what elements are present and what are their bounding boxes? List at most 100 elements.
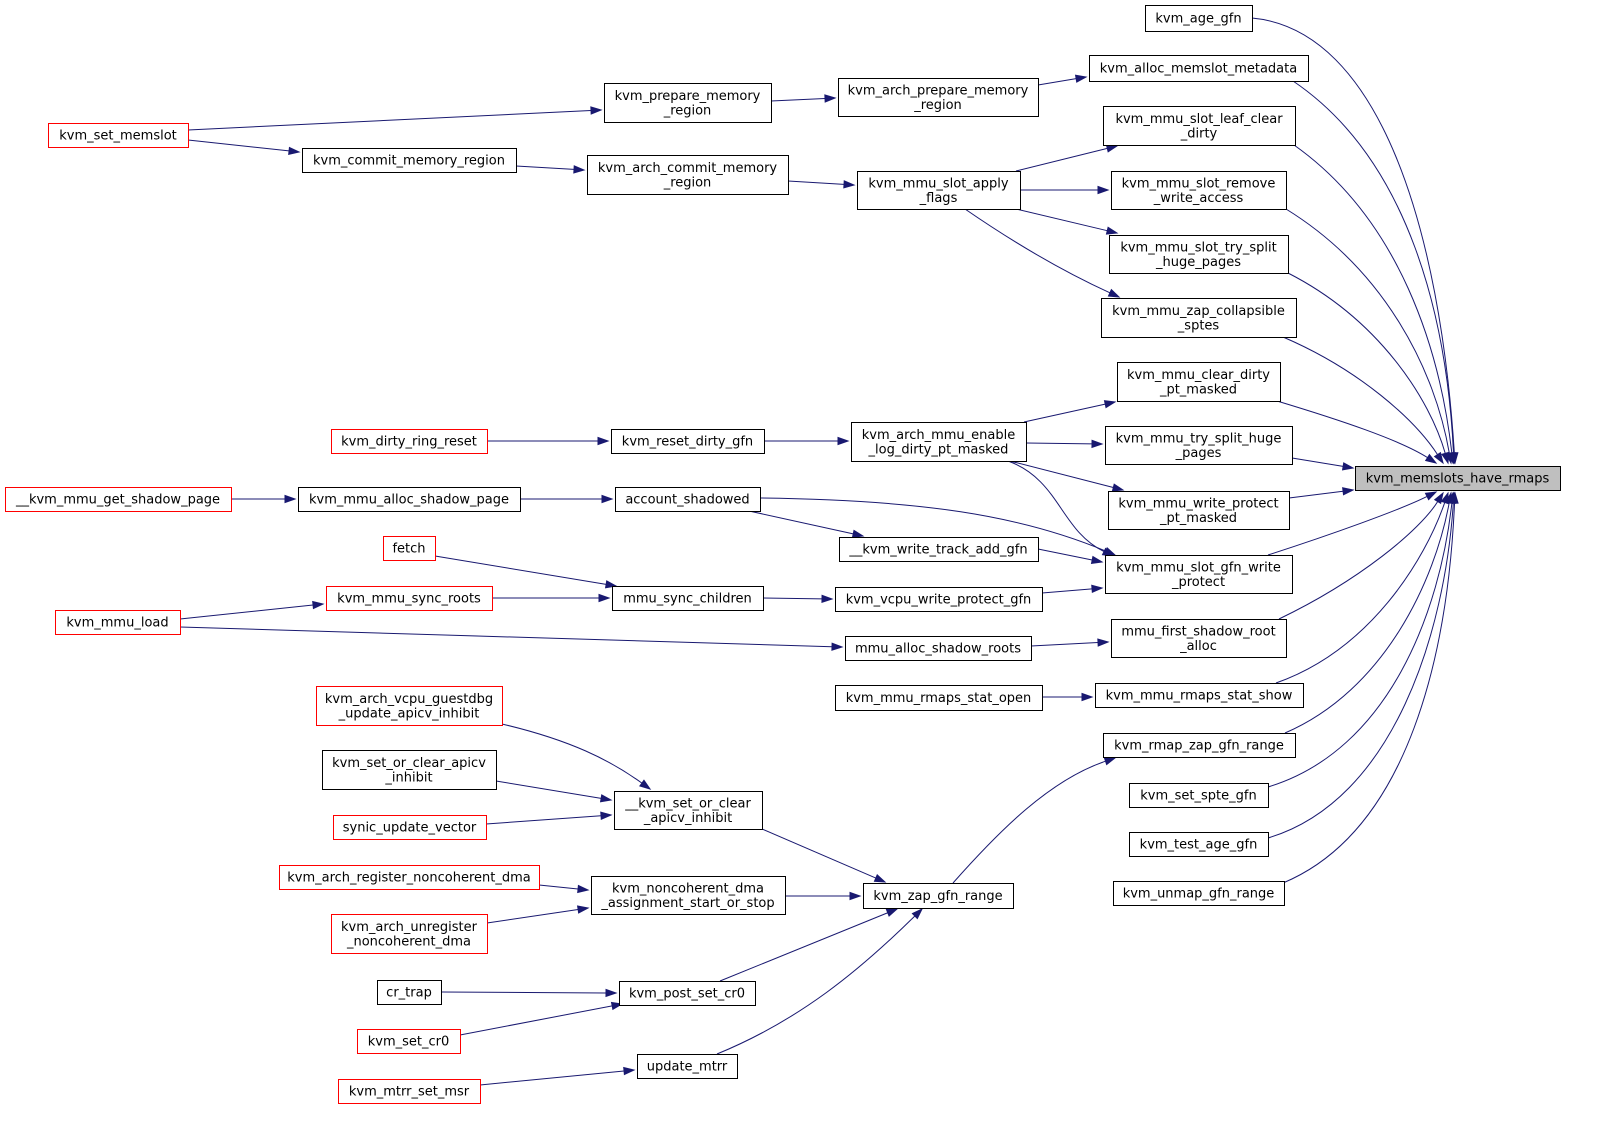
node-label: kvm_mmu_slot_remove	[1122, 176, 1276, 191]
node-age-gfn[interactable]: kvm_age_gfn	[1145, 5, 1253, 32]
edge-vcpu-write-protect-to-gfn-write-protect	[1041, 584, 1104, 594]
node-arch-enable-log[interactable]: kvm_arch_mmu_enable_log_dirty_pt_masked	[851, 422, 1027, 462]
node-alloc-meta[interactable]: kvm_alloc_memslot_metadata	[1089, 55, 1309, 82]
node-remove-write[interactable]: kvm_mmu_slot_remove_write_access	[1111, 171, 1287, 210]
node-box	[322, 750, 497, 790]
node-box	[619, 981, 756, 1006]
node-set-memslot[interactable]: kvm_set_memslot	[48, 123, 189, 148]
node-write-track-add[interactable]: __kvm_write_track_add_gfn	[839, 537, 1039, 562]
edge-line	[1282, 502, 1456, 884]
node-label: kvm_memslots_have_rmaps	[1366, 472, 1550, 487]
node-label: kvm_reset_dirty_gfn	[622, 435, 753, 450]
arrowhead	[598, 593, 611, 603]
node-sync-children[interactable]: mmu_sync_children	[612, 586, 764, 611]
node-update-mtrr[interactable]: update_mtrr	[637, 1054, 738, 1079]
node-unregister-nc[interactable]: kvm_arch_unregister_noncoherent_dma	[331, 914, 488, 954]
edge-line	[748, 510, 854, 535]
node-label: _protect	[1171, 575, 1225, 590]
node-register-nc[interactable]: kvm_arch_register_noncoherent_dma	[279, 865, 540, 890]
node-label: cr_trap	[386, 986, 432, 1001]
node-synic[interactable]: synic_update_vector	[333, 815, 487, 840]
arrowhead	[1074, 74, 1088, 83]
node-mmu-load[interactable]: kvm_mmu_load	[55, 610, 181, 635]
node-box	[1129, 783, 1269, 808]
node-rmap-zap[interactable]: kvm_rmap_zap_gfn_range	[1103, 733, 1296, 758]
edge-sync-roots-to-sync-children	[492, 593, 611, 603]
node-set-spte[interactable]: kvm_set_spte_gfn	[1129, 783, 1269, 808]
node-label: kvm_mmu_load	[66, 616, 168, 631]
node-arch-prepare[interactable]: kvm_arch_prepare_memory_region	[838, 78, 1039, 117]
node-try-split-pages[interactable]: kvm_mmu_try_split_huge_pages	[1105, 426, 1293, 465]
node-try-split-huge[interactable]: kvm_mmu_slot_try_split_huge_pages	[1109, 235, 1289, 274]
node-zap-collapsible[interactable]: kvm_mmu_zap_collapsible_sptes	[1101, 298, 1297, 338]
edge-line	[1282, 336, 1438, 455]
edge-line	[1023, 403, 1106, 423]
edge-post-set-cr0-to-zap-gfn-range	[719, 908, 899, 982]
arrowhead	[1081, 692, 1094, 702]
node-clear-dirty[interactable]: kvm_mmu_clear_dirty_pt_masked	[1117, 362, 1281, 402]
edge-alloc-meta-to-root	[1292, 80, 1458, 465]
node-vcpu-write-protect[interactable]: kvm_vcpu_write_protect_gfn	[835, 587, 1043, 612]
arrowhead	[288, 146, 301, 156]
node-gfn-write-protect[interactable]: kvm_mmu_slot_gfn_write_protect	[1105, 555, 1293, 594]
node-commit-mem[interactable]: kvm_commit_memory_region	[302, 148, 517, 173]
arrowhead	[1111, 483, 1125, 492]
node-sync-roots[interactable]: kvm_mmu_sync_roots	[326, 586, 493, 611]
node-noncoherent-dma[interactable]: kvm_noncoherent_dma_assignment_start_or_…	[591, 876, 786, 915]
node-alloc-shadow-page[interactable]: kvm_mmu_alloc_shadow_page	[298, 487, 521, 512]
node-rmaps-stat-show[interactable]: kvm_mmu_rmaps_stat_show	[1095, 683, 1304, 708]
node-label: kvm_rmap_zap_gfn_range	[1114, 739, 1284, 754]
edge-line	[187, 109, 592, 131]
node-unmap-gfn[interactable]: kvm_unmap_gfn_range	[1113, 881, 1285, 906]
node-prepare-mem[interactable]: kvm_prepare_memory_region	[604, 83, 772, 123]
edge-line	[1267, 502, 1454, 839]
node-arch-commit[interactable]: kvm_arch_commit_memory_region	[587, 155, 789, 195]
node-box	[1108, 491, 1290, 530]
edge-line	[1251, 17, 1455, 454]
edge-line	[459, 1005, 613, 1036]
node-first-shadow[interactable]: mmu_first_shadow_root_alloc	[1111, 619, 1287, 658]
edge-cr-trap-to-post-set-cr0	[440, 988, 618, 998]
node-label: kvm_arch_commit_memory	[598, 161, 778, 176]
edge-arch-enable-log-to-clear-dirty	[1023, 400, 1117, 423]
node-write-protect-masked[interactable]: kvm_mmu_write_protect_pt_masked	[1108, 491, 1290, 530]
edge-line	[964, 208, 1111, 294]
node-alloc-shadow-roots[interactable]: mmu_alloc_shadow_roots	[845, 636, 1032, 661]
node-test-age[interactable]: kvm_test_age_gfn	[1129, 832, 1269, 857]
node-slot-apply[interactable]: kvm_mmu_slot_apply_flags	[857, 171, 1021, 210]
node-set-or-clear-apicv-inh[interactable]: kvm_set_or_clear_apicv_inhibit	[322, 750, 497, 790]
node-box	[1111, 619, 1287, 658]
edge-gfn-write-protect-to-root	[1267, 491, 1438, 556]
node-account-shadowed[interactable]: account_shadowed	[615, 487, 761, 512]
arrowhead	[623, 1066, 636, 1076]
node-label: kvm_mmu_rmaps_stat_open	[846, 691, 1032, 706]
node-dirty-ring-reset[interactable]: kvm_dirty_ring_reset	[331, 429, 488, 454]
node-post-set-cr0[interactable]: kvm_post_set_cr0	[619, 981, 756, 1006]
arrowhead	[605, 988, 618, 998]
node-label: synic_update_vector	[343, 821, 477, 836]
node-box	[845, 636, 1032, 661]
node-label: kvm_mmu_slot_try_split	[1120, 240, 1276, 255]
edge-line	[1041, 588, 1093, 594]
node-label: kvm_alloc_memslot_metadata	[1100, 62, 1297, 77]
node-get-shadow-page[interactable]: __kvm_mmu_get_shadow_page	[5, 487, 232, 512]
node-zap-gfn-range[interactable]: kvm_zap_gfn_range	[863, 883, 1014, 909]
node-set-cr0[interactable]: kvm_set_cr0	[357, 1029, 461, 1054]
node-cr-trap[interactable]: cr_trap	[377, 980, 442, 1005]
node-set-or-clear-apicv[interactable]: __kvm_set_or_clear_apicv_inhibit	[614, 791, 763, 830]
node-label: kvm_mmu_zap_collapsible	[1112, 304, 1285, 319]
arrowhead	[1103, 547, 1117, 556]
arrowhead	[831, 642, 844, 651]
edge-guestdbg-to-set-or-clear-apicv	[501, 723, 652, 790]
edge-line	[1007, 460, 1105, 553]
node-fetch[interactable]: fetch	[383, 536, 436, 561]
node-guestdbg[interactable]: kvm_arch_vcpu_guestdbg_update_apicv_inhi…	[316, 686, 503, 726]
node-mtrr-set-msr[interactable]: kvm_mtrr_set_msr	[338, 1079, 481, 1104]
node-reset-dirty[interactable]: kvm_reset_dirty_gfn	[611, 429, 765, 454]
node-leaf-clear[interactable]: kvm_mmu_slot_leaf_clear_dirty	[1103, 106, 1296, 146]
arrowhead	[1105, 144, 1119, 153]
node-rmaps-stat-open[interactable]: kvm_mmu_rmaps_stat_open	[835, 685, 1043, 711]
edge-get-shadow-page-to-alloc-shadow-page	[231, 494, 297, 504]
edge-line	[1275, 502, 1446, 684]
node-label: fetch	[392, 542, 425, 557]
